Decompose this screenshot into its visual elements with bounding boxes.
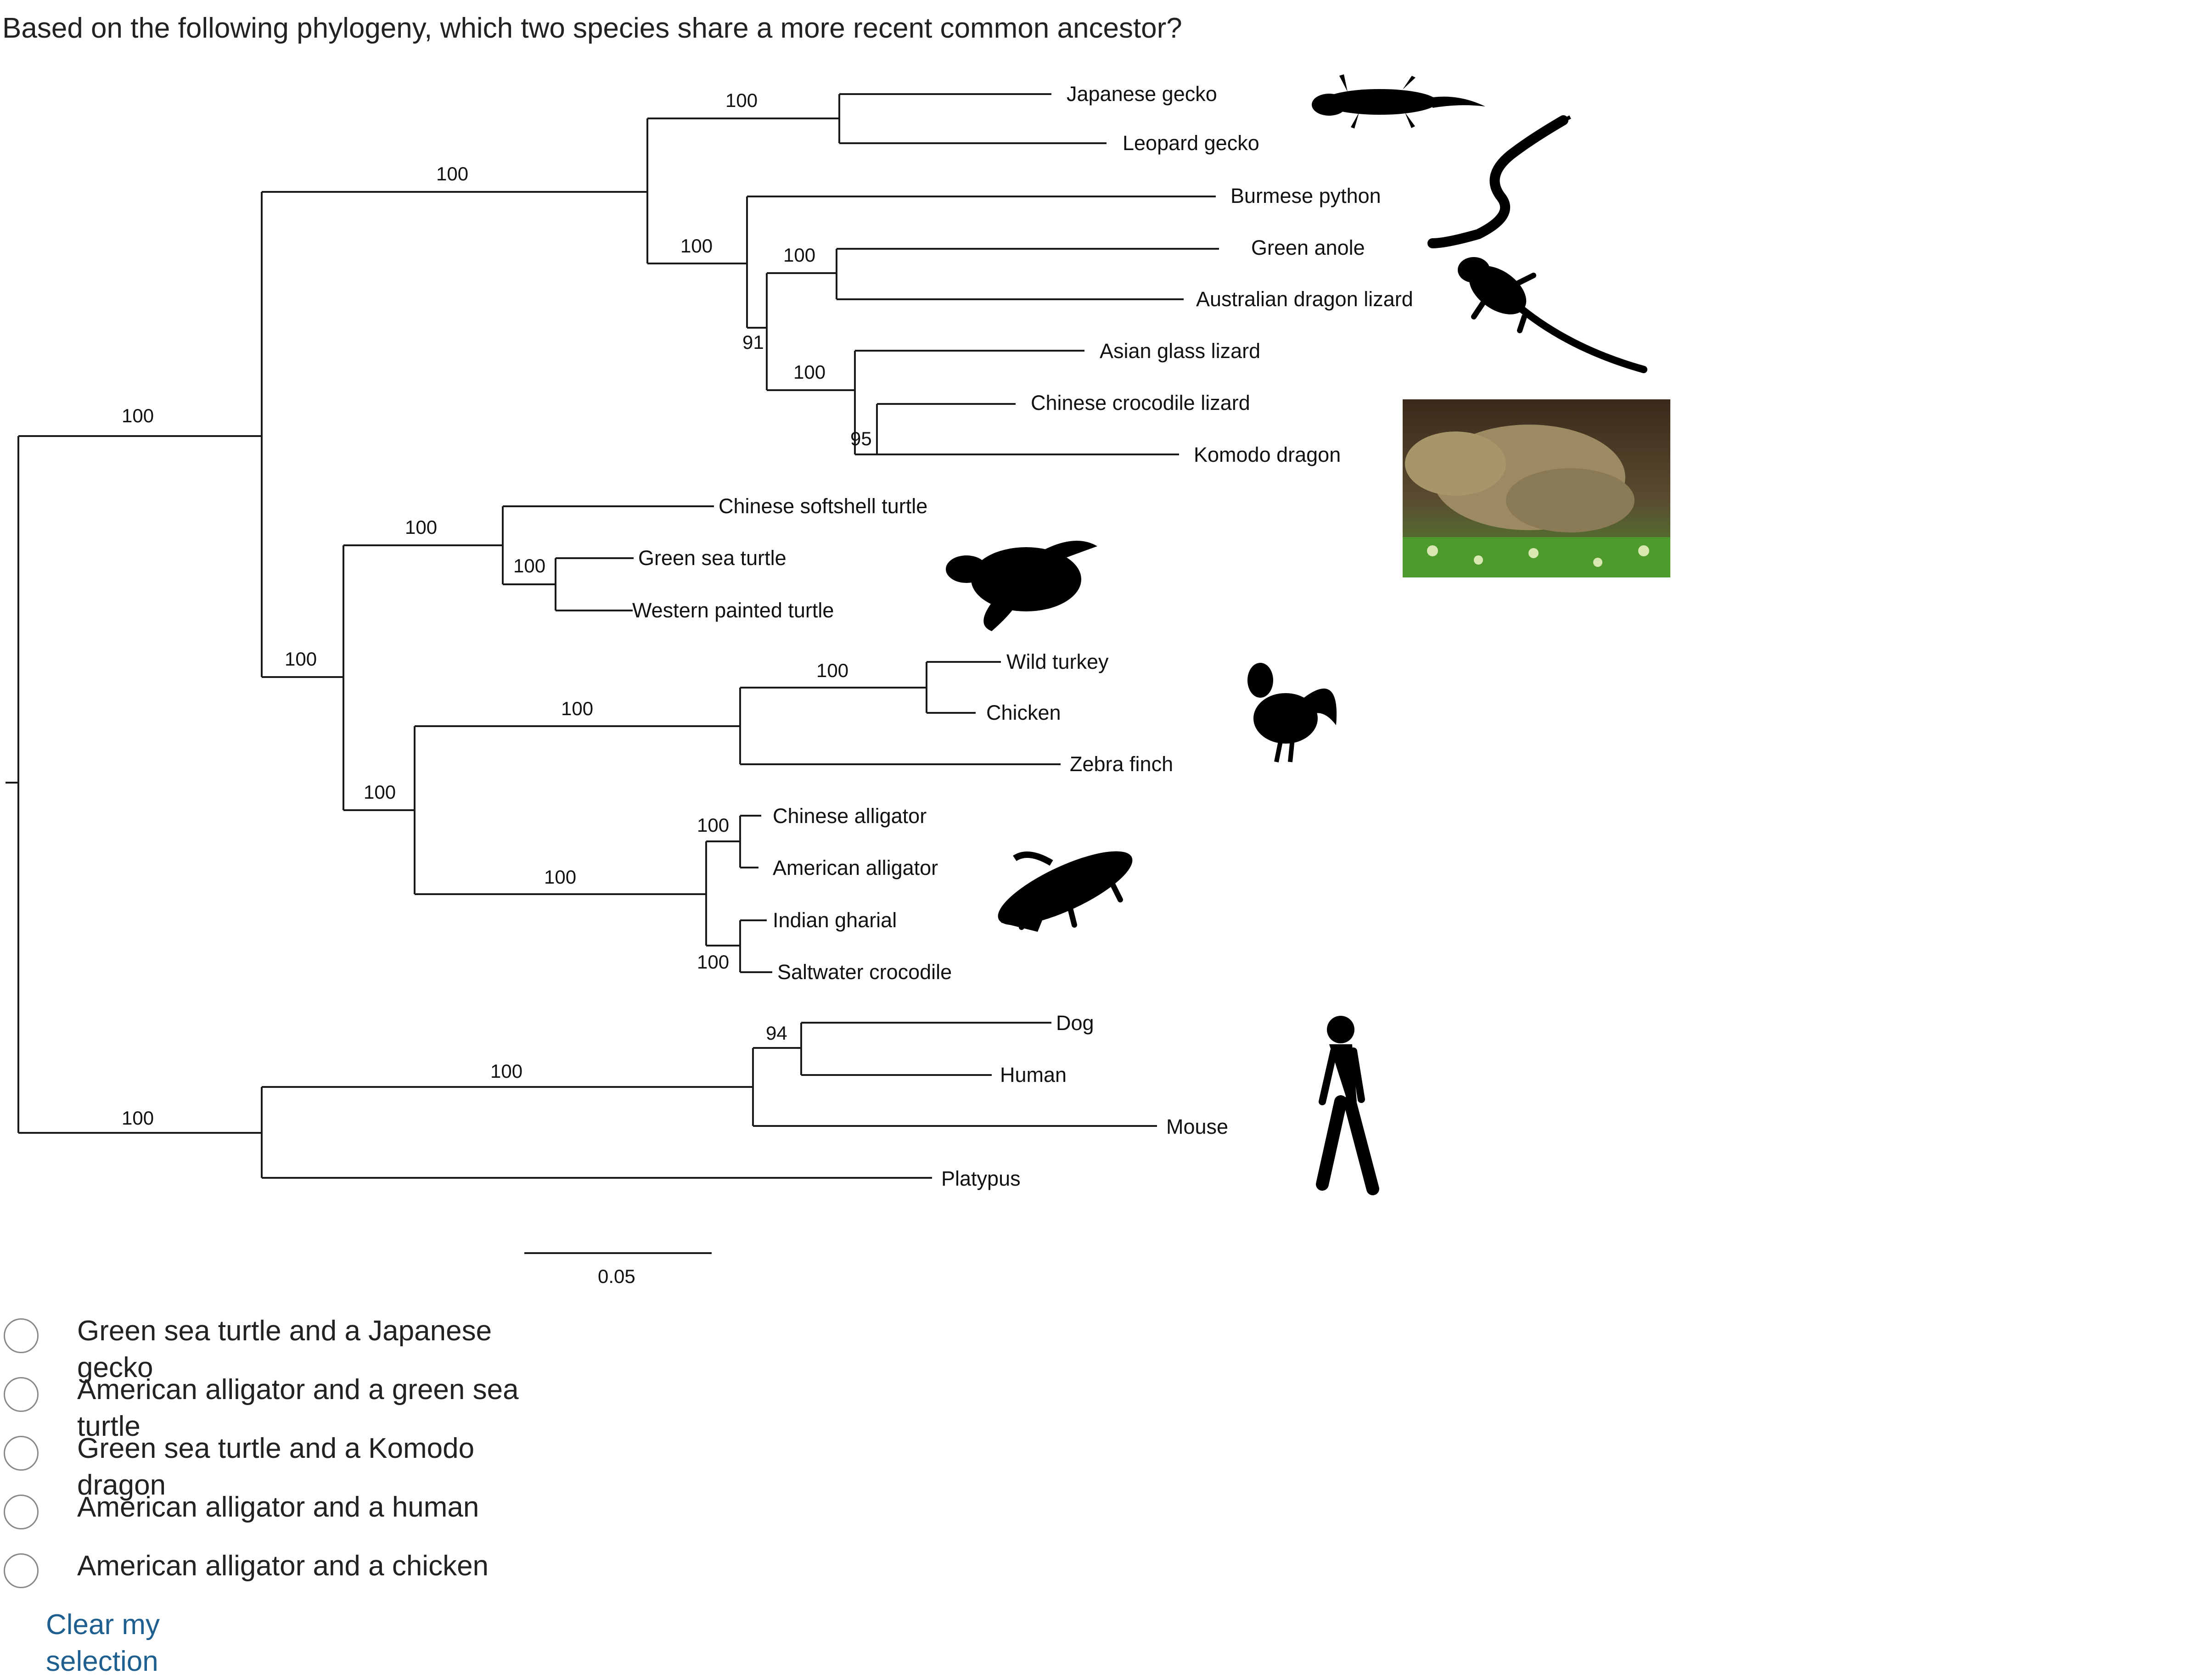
support-value: 100 xyxy=(783,244,815,266)
radio-button[interactable] xyxy=(4,1377,39,1412)
scale-bar-label: 0.05 xyxy=(598,1266,635,1287)
question-text: Based on the following phylogeny, which … xyxy=(2,12,1182,44)
snake-icon xyxy=(1427,115,1571,248)
taxon-label: Green anole xyxy=(1251,236,1365,259)
taxon-label: Wild turkey xyxy=(1006,650,1109,673)
option-label[interactable]: American alligator and a human xyxy=(77,1491,479,1523)
option-label[interactable]: American alligator and a green sea turtl… xyxy=(77,1374,519,1442)
taxon-label: Platypus xyxy=(941,1167,1021,1190)
taxon-labels: Japanese gecko Leopard gecko Burmese pyt… xyxy=(632,82,1413,1190)
support-value: 100 xyxy=(405,516,437,538)
support-value: 100 xyxy=(697,814,729,836)
radio-button[interactable] xyxy=(4,1495,39,1529)
taxon-label: Leopard gecko xyxy=(1123,131,1259,155)
taxon-label: Japanese gecko xyxy=(1067,82,1217,106)
taxon-label: Mouse xyxy=(1166,1115,1228,1138)
clear-selection-link[interactable]: Clear my selection xyxy=(46,1609,160,1677)
option-label[interactable]: Green sea turtle and a Japanese gecko xyxy=(77,1315,492,1383)
radio-button[interactable] xyxy=(4,1318,39,1353)
support-values: 100 100 100 100 91 100 95 100 100 100 10… xyxy=(122,90,872,1287)
komodo-dragon-photo xyxy=(1403,399,1670,577)
support-value: 100 xyxy=(122,1107,154,1129)
taxon-label: Zebra finch xyxy=(1070,752,1173,776)
taxon-label: Asian glass lizard xyxy=(1100,339,1260,363)
rooster-icon xyxy=(1247,663,1337,762)
taxon-label: Human xyxy=(1000,1063,1067,1086)
support-value: 100 xyxy=(725,90,758,111)
support-value: 100 xyxy=(793,361,826,383)
support-value: 100 xyxy=(285,648,317,670)
tree-branches xyxy=(6,93,1219,1254)
turtle-icon xyxy=(946,541,1097,631)
taxon-label: Chinese crocodile lizard xyxy=(1031,391,1250,414)
support-value: 100 xyxy=(697,951,729,973)
gecko-icon xyxy=(1312,74,1485,129)
crocodile-icon xyxy=(998,851,1133,932)
support-value: 100 xyxy=(561,698,593,719)
option-label[interactable]: Green sea turtle and a Komodo dragon xyxy=(77,1433,475,1501)
support-value: 100 xyxy=(513,555,545,577)
taxon-label: Chicken xyxy=(986,701,1061,724)
support-value: 94 xyxy=(766,1022,787,1044)
lizard-icon xyxy=(1458,257,1647,373)
support-value: 100 xyxy=(122,405,154,426)
taxon-label: Chinese alligator xyxy=(773,804,927,828)
support-value: 100 xyxy=(364,781,396,803)
taxon-label: Green sea turtle xyxy=(638,546,786,570)
human-icon xyxy=(1316,1016,1379,1195)
support-value: 100 xyxy=(436,163,468,185)
phylogeny-tree: Japanese gecko Leopard gecko Burmese pyt… xyxy=(6,74,1670,1287)
taxon-label: Indian gharial xyxy=(773,908,897,932)
support-value: 100 xyxy=(544,866,576,888)
support-value: 91 xyxy=(742,331,764,353)
support-value: 100 xyxy=(680,235,713,257)
taxon-label: Komodo dragon xyxy=(1194,443,1341,466)
taxon-label: Saltwater crocodile xyxy=(777,960,952,984)
taxon-label: Dog xyxy=(1056,1011,1094,1035)
radio-button[interactable] xyxy=(4,1553,39,1588)
support-value: 95 xyxy=(850,428,872,449)
support-value: 100 xyxy=(490,1060,522,1082)
taxon-label: American alligator xyxy=(773,856,938,879)
taxon-label: Western painted turtle xyxy=(632,599,834,622)
taxon-label: Burmese python xyxy=(1230,184,1381,207)
support-value: 100 xyxy=(816,660,848,681)
option-label[interactable]: American alligator and a chicken xyxy=(77,1550,489,1582)
radio-button[interactable] xyxy=(4,1436,39,1471)
taxon-label: Chinese softshell turtle xyxy=(719,494,927,518)
taxon-label: Australian dragon lizard xyxy=(1196,287,1413,311)
